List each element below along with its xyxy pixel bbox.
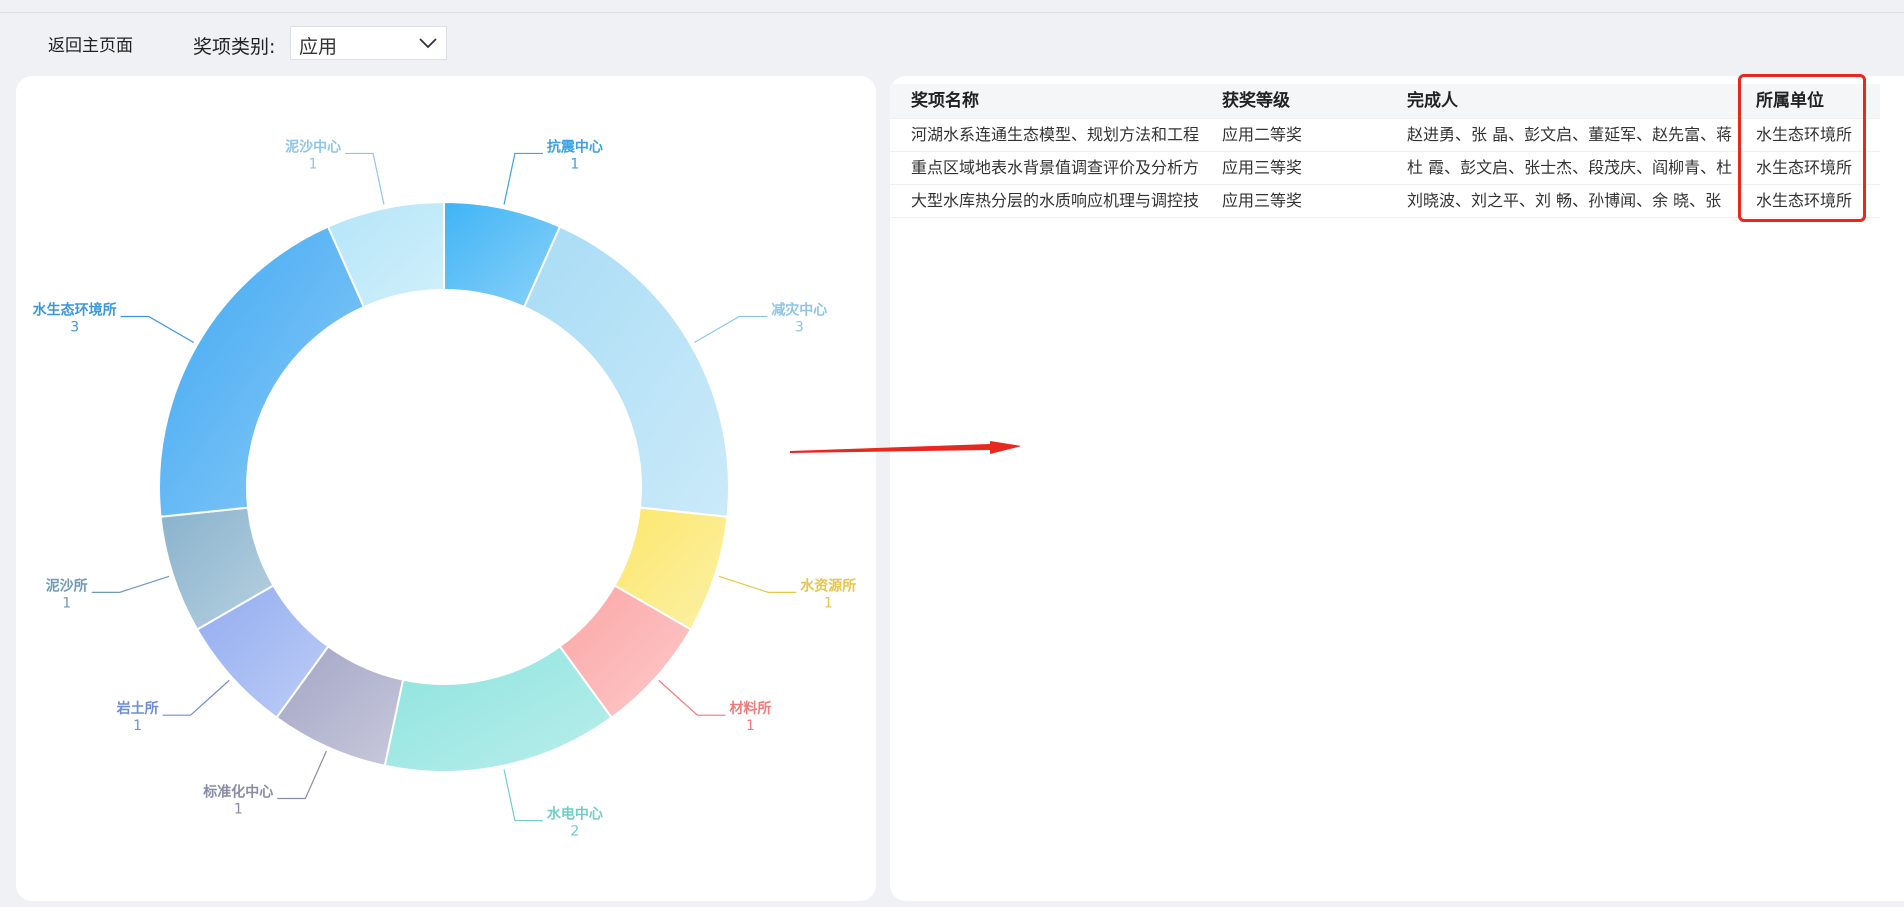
- top-divider: [0, 12, 1904, 13]
- pie-slice-label: 岩土所: [116, 700, 159, 717]
- pie-slice-label: 水资源所: [800, 577, 856, 594]
- table-header: 奖项名称 获奖等级 完成人 所属单位: [890, 84, 1880, 119]
- award-level-cell: 应用三等奖: [1222, 191, 1303, 210]
- award-category-select[interactable]: 应用: [290, 26, 447, 60]
- table-row[interactable]: 重点区域地表水背景值调查评价及分析方 应用三等奖 杜 霞、彭文启、张士杰、段茂庆…: [890, 152, 1880, 185]
- award-level-cell: 应用二等奖: [1222, 125, 1303, 144]
- pie-leader-line: [277, 750, 328, 800]
- pie-leader-line: [162, 679, 230, 716]
- contributors-cell: 杜 霞、彭文启、张士杰、段茂庆、阎柳青、杜: [1407, 158, 1733, 177]
- pie-slice-label: 标准化中心: [202, 784, 273, 801]
- pie-leader-line: [503, 769, 543, 822]
- column-header-contributors[interactable]: 完成人: [1407, 91, 1458, 111]
- donut-chart: 抗震中心1减灾中心3水资源所1材料所1水电中心2标准化中心1岩土所1泥沙所1水生…: [33, 138, 857, 840]
- pie-slice-label: 水电中心: [547, 806, 603, 823]
- award-level-cell: 应用三等奖: [1222, 158, 1303, 177]
- award-category-label: 奖项类别:: [193, 36, 276, 58]
- pie-slice-label: 泥沙所: [46, 577, 88, 594]
- pie-slice-value: 3: [795, 320, 804, 336]
- pie-slice-label: 水生态环境所: [33, 302, 117, 319]
- unit-cell: 水生态环境所: [1756, 191, 1853, 210]
- pie-leader-line: [658, 679, 726, 716]
- unit-cell: 水生态环境所: [1756, 158, 1853, 177]
- pie-slice-value: 1: [62, 595, 71, 611]
- chevron-down-icon: [419, 38, 437, 49]
- pie-slice-label: 材料所: [729, 700, 771, 717]
- pie-slice-value: 1: [309, 156, 318, 172]
- column-header-award-level[interactable]: 获奖等级: [1222, 91, 1290, 111]
- table-row[interactable]: 河湖水系连通生态模型、规划方法和工程 应用二等奖 赵进勇、张 晶、彭文启、董延军…: [890, 119, 1880, 152]
- contributors-cell: 赵进勇、张 晶、彭文启、董延军、赵先富、蒋: [1407, 125, 1733, 144]
- pie-slice[interactable]: [326, 200, 445, 309]
- pie-slice-value: 2: [570, 824, 579, 840]
- pie-leader-line: [91, 575, 170, 593]
- column-header-unit[interactable]: 所属单位: [1756, 91, 1824, 111]
- pie-slice-value: 1: [746, 718, 755, 734]
- award-name-cell: 大型水库热分层的水质响应机理与调控技: [911, 191, 1200, 210]
- pie-slice-value: 1: [133, 718, 142, 734]
- award-category-value: 应用: [299, 36, 338, 58]
- table-panel: [890, 76, 1904, 901]
- table-row[interactable]: 大型水库热分层的水质响应机理与调控技 应用三等奖 刘晓波、刘之平、刘 畅、孙博闻…: [890, 185, 1880, 218]
- pie-leader-line: [718, 575, 797, 593]
- pie-slice-value: 1: [234, 802, 243, 818]
- pie-slice-label: 泥沙中心: [285, 138, 341, 155]
- column-header-award-name[interactable]: 奖项名称: [911, 91, 979, 111]
- pie-leader-line: [693, 315, 768, 344]
- red-arrow-annotation: [790, 441, 1020, 454]
- pie-slice-value: 1: [570, 156, 579, 172]
- pie-slice-value: 1: [824, 595, 833, 611]
- highlight-box-unit-column: [1738, 74, 1866, 222]
- pie-leader-line: [345, 152, 385, 205]
- pie-leader-line: [120, 315, 195, 344]
- pie-slice-label: 抗震中心: [547, 138, 603, 155]
- pie-slice-value: 3: [70, 320, 79, 336]
- pie-leader-line: [503, 152, 543, 205]
- back-to-home-button[interactable]: 返回主页面: [30, 28, 151, 58]
- award-name-cell: 河湖水系连通生态模型、规划方法和工程: [911, 125, 1200, 144]
- unit-cell: 水生态环境所: [1756, 125, 1853, 144]
- pie-slice[interactable]: [522, 225, 730, 518]
- awards-table: 奖项名称 获奖等级 完成人 所属单位 河湖水系连通生态模型、规划方法和工程 应用…: [890, 84, 1880, 218]
- award-name-cell: 重点区域地表水背景值调查评价及分析方: [911, 158, 1200, 177]
- contributors-cell: 刘晓波、刘之平、刘 畅、孙博闻、余 晓、张: [1407, 191, 1722, 210]
- pie-slice-label: 减灾中心: [771, 302, 827, 319]
- pie-slice[interactable]: [158, 225, 366, 518]
